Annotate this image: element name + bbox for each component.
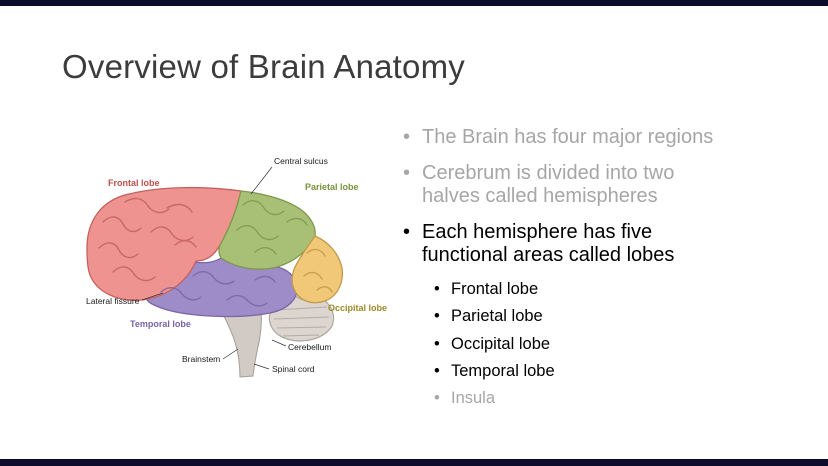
sub-bullet-insula: • Insula bbox=[434, 389, 735, 409]
sub-bullet-text: Frontal lobe bbox=[451, 280, 539, 298]
occipital-gyri bbox=[303, 248, 333, 293]
occipital-lobe-region bbox=[291, 235, 344, 304]
bullet-marker: • bbox=[403, 221, 411, 243]
frontal-gyri bbox=[98, 197, 197, 282]
bullet-marker: • bbox=[434, 361, 440, 380]
bullet-list: • The Brain has four major regions • Cer… bbox=[403, 126, 735, 416]
central-sulcus-pointer bbox=[250, 166, 273, 195]
bullet-item-2: • Cerebrum is divided into two halves ca… bbox=[403, 162, 735, 208]
sub-bullet-text: Insula bbox=[451, 389, 496, 408]
sub-bullet-list: • Frontal lobe • Parietal lobe • Occipit… bbox=[434, 280, 735, 409]
central-sulcus-label: Central sulcus bbox=[274, 156, 328, 166]
temporal-gyri bbox=[160, 271, 276, 307]
brain-anatomy-illustration: Central sulcus Frontal lobe Parietal lob… bbox=[86, 156, 387, 378]
label-pointer-lines bbox=[141, 166, 287, 370]
cerebellum-label: Cerebellum bbox=[288, 342, 331, 352]
frontal-lobe-region bbox=[86, 186, 242, 301]
sub-bullet-temporal-lobe: • Temporal lobe bbox=[434, 362, 735, 382]
sub-bullet-text: Parietal lobe bbox=[451, 307, 543, 326]
bullet-marker: • bbox=[403, 126, 411, 148]
cerebellum-pointer bbox=[271, 339, 287, 347]
bullet-item-1: • The Brain has four major regions bbox=[403, 126, 735, 149]
sub-bullet-text: Temporal lobe bbox=[451, 361, 555, 380]
frontal-lobe-label: Frontal lobe bbox=[108, 178, 160, 188]
bullet-item-3: • Each hemisphere has five functional ar… bbox=[403, 221, 735, 267]
parietal-lobe-label: Parietal lobe bbox=[305, 182, 359, 192]
bullet-text: Cerebrum is divided into two halves call… bbox=[422, 162, 675, 207]
bullet-marker: • bbox=[434, 280, 440, 298]
parietal-gyri bbox=[236, 200, 308, 255]
bullet-marker: • bbox=[434, 389, 440, 408]
parietal-lobe-region bbox=[218, 190, 316, 270]
brain-diagram: Central sulcus Frontal lobe Parietal lob… bbox=[55, 150, 395, 390]
slide-title: Overview of Brain Anatomy bbox=[62, 48, 465, 85]
sub-bullet-text: Occipital lobe bbox=[451, 334, 551, 353]
bullet-text: Each hemisphere has five functional area… bbox=[422, 221, 675, 266]
lateral-fissure-label: Lateral fissure bbox=[86, 296, 140, 306]
brainstem-label: Brainstem bbox=[182, 354, 220, 364]
bullet-marker: • bbox=[434, 307, 440, 326]
bottom-border-bar bbox=[0, 459, 828, 466]
sub-bullet-frontal-lobe: • Frontal lobe bbox=[434, 280, 735, 300]
bullet-text: The Brain has four major regions bbox=[422, 126, 714, 148]
spinal-cord-pointer bbox=[253, 363, 270, 370]
lateral-fissure-pointer bbox=[141, 292, 164, 301]
cerebellum-striations bbox=[273, 306, 330, 337]
bullet-marker: • bbox=[434, 334, 440, 353]
sub-bullet-occipital-lobe: • Occipital lobe bbox=[434, 335, 735, 355]
bullet-marker: • bbox=[403, 162, 411, 184]
brainstem-pointer bbox=[222, 348, 239, 360]
temporal-lobe-label: Temporal lobe bbox=[130, 319, 191, 329]
occipital-lobe-label: Occipital lobe bbox=[328, 303, 387, 313]
top-border-bar bbox=[0, 0, 828, 6]
spinal-cord-label: Spinal cord bbox=[272, 364, 315, 374]
sub-bullet-parietal-lobe: • Parietal lobe bbox=[434, 307, 735, 327]
